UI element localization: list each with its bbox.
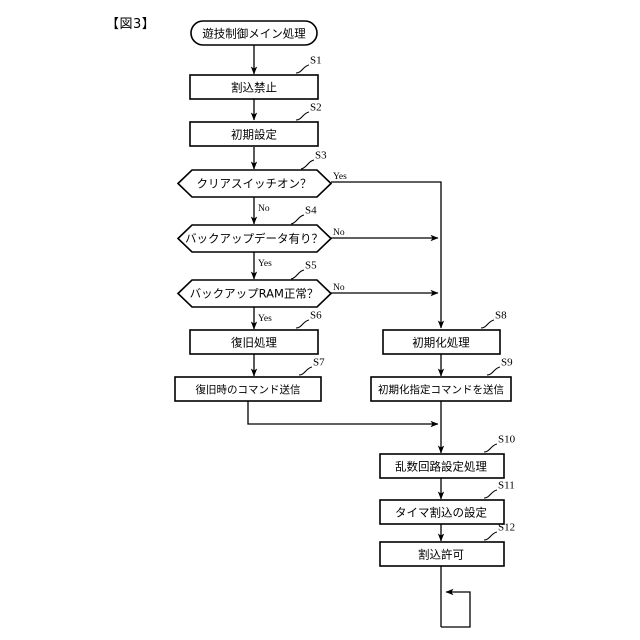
s3-decision-label: クリアスイッチオン？ bbox=[197, 177, 312, 191]
start-terminator-shape bbox=[190, 20, 318, 46]
s11-box-shape bbox=[379, 499, 505, 525]
s12-box-label: 割込許可 bbox=[418, 548, 464, 562]
node-start[interactable]: 遊技制御メイン処理 bbox=[190, 20, 318, 46]
s9-step-text: S9 bbox=[501, 357, 513, 369]
s3-decision-shape bbox=[176, 169, 333, 198]
s10-leader-line bbox=[483, 443, 498, 453]
s4-decision-label: バックアップデータ有り？ bbox=[185, 232, 323, 246]
step-label-s7: S7 bbox=[298, 357, 325, 376]
edge-s7-join bbox=[247, 400, 439, 428]
node-s5[interactable]: バックアップRAM正常？ bbox=[176, 279, 333, 308]
s8-step-text: S8 bbox=[495, 310, 507, 322]
s7-box-shape bbox=[174, 376, 322, 402]
step-label-s9: S9 bbox=[486, 357, 513, 376]
s11-step-text: S11 bbox=[498, 480, 515, 492]
s8-box-label: 初期化処理 bbox=[412, 336, 470, 350]
node-s9[interactable]: 初期化指定コマンドを送信 bbox=[370, 376, 512, 402]
s4-leader-line bbox=[290, 214, 305, 225]
s4-yes-label: Yes bbox=[258, 259, 272, 269]
s3-step-text: S3 bbox=[315, 150, 327, 162]
node-s8[interactable]: 初期化処理 bbox=[382, 329, 501, 355]
node-s2[interactable]: 初期設定 bbox=[189, 121, 319, 147]
s10-step-text: S10 bbox=[498, 434, 516, 446]
s7-leader-line bbox=[298, 366, 313, 376]
node-s4[interactable]: バックアップデータ有り？ bbox=[176, 224, 333, 253]
s3-no-label: No bbox=[258, 204, 270, 214]
step-label-s6: S6 bbox=[295, 310, 322, 329]
s11-box-label: タイマ割込の設定 bbox=[395, 506, 487, 520]
node-s10[interactable]: 乱数回路設定処理 bbox=[379, 453, 505, 479]
connector-layer bbox=[247, 44, 471, 628]
s6-box-shape bbox=[189, 329, 319, 355]
step-label-s3: S3 bbox=[300, 150, 327, 170]
s1-box-label: 割込禁止 bbox=[231, 81, 277, 95]
s5-yes-label: Yes bbox=[258, 314, 272, 324]
step-label-s8: S8 bbox=[480, 310, 507, 329]
s4-decision-shape bbox=[176, 224, 333, 253]
s2-step-text: S2 bbox=[310, 102, 322, 114]
s3-yes-label: Yes bbox=[333, 172, 347, 182]
step-label-s4: S4 bbox=[290, 205, 317, 225]
s8-leader-line bbox=[480, 319, 495, 329]
step-label-s11: S11 bbox=[483, 480, 515, 499]
s7-box-label: 復旧時のコマンド送信 bbox=[196, 383, 301, 396]
s1-box-shape bbox=[189, 74, 319, 100]
node-s1[interactable]: 割込禁止 bbox=[189, 74, 319, 100]
s1-step-text: S1 bbox=[310, 55, 322, 67]
s9-leader-line bbox=[486, 366, 501, 376]
node-s6[interactable]: 復旧処理 bbox=[189, 329, 319, 355]
s7-step-text: S7 bbox=[313, 357, 325, 369]
s12-box-shape bbox=[379, 541, 505, 567]
s5-no-label: No bbox=[333, 283, 345, 293]
s12-step-text: S12 bbox=[498, 522, 515, 534]
s5-decision-label: バックアップRAM正常？ bbox=[190, 287, 319, 301]
s2-box-shape bbox=[189, 121, 319, 147]
node-s11[interactable]: タイマ割込の設定 bbox=[379, 499, 505, 525]
s6-box-label: 復旧処理 bbox=[231, 336, 277, 350]
s2-leader-line bbox=[295, 111, 310, 121]
s10-box-shape bbox=[379, 453, 505, 479]
step-label-s12: S12 bbox=[483, 522, 515, 541]
step-label-s5: S5 bbox=[290, 260, 317, 280]
edge-s3-yes-trunk bbox=[331, 181, 445, 329]
s5-leader-line bbox=[290, 269, 305, 280]
s1-leader-line bbox=[295, 64, 310, 74]
s9-box-shape bbox=[370, 376, 512, 402]
edge-loop-back bbox=[441, 588, 471, 628]
s8-box-shape bbox=[382, 329, 501, 355]
s5-decision-shape bbox=[176, 279, 333, 308]
s4-step-text: S4 bbox=[305, 205, 317, 217]
node-s12[interactable]: 割込許可 bbox=[379, 541, 505, 567]
s9-box-label: 初期化指定コマンドを送信 bbox=[378, 383, 504, 396]
step-label-s2: S2 bbox=[295, 102, 322, 121]
s2-box-label: 初期設定 bbox=[231, 128, 277, 142]
node-s7[interactable]: 復旧時のコマンド送信 bbox=[174, 376, 322, 402]
s3-leader-line bbox=[300, 159, 315, 170]
figure-number-label: 【図3】 bbox=[106, 17, 156, 32]
step-label-s10: S10 bbox=[483, 434, 516, 453]
s10-box-label: 乱数回路設定処理 bbox=[395, 460, 487, 474]
node-s3[interactable]: クリアスイッチオン？ bbox=[176, 169, 333, 198]
s6-step-text: S6 bbox=[310, 310, 322, 322]
s6-leader-line bbox=[295, 319, 310, 329]
s11-leader-line bbox=[483, 489, 498, 499]
s5-step-text: S5 bbox=[305, 260, 317, 272]
s4-no-label: No bbox=[333, 228, 345, 238]
start-terminator-label: 遊技制御メイン処理 bbox=[202, 27, 306, 41]
step-label-s1: S1 bbox=[295, 55, 322, 74]
s12-leader-line bbox=[483, 531, 498, 541]
